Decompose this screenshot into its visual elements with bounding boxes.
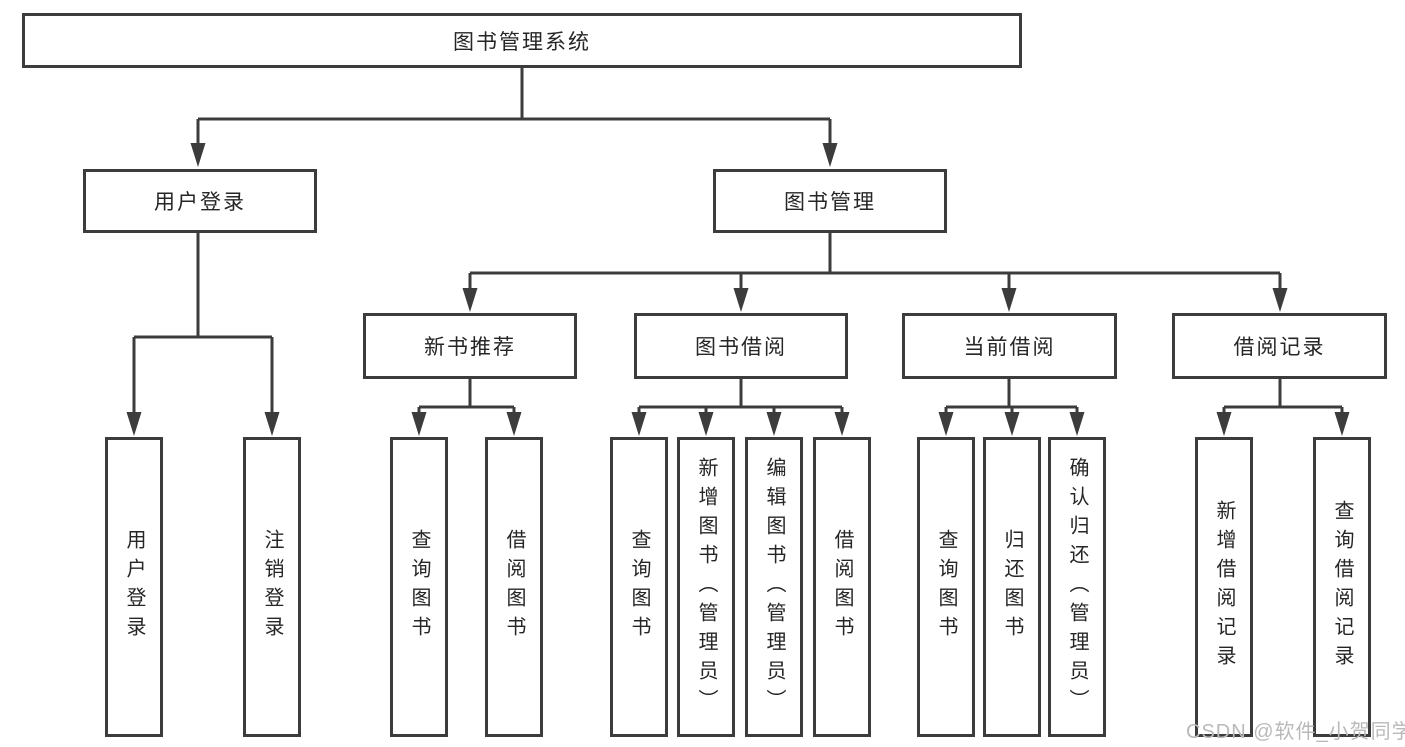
arrowhead — [834, 412, 850, 436]
node-user-login: 用户登录 — [83, 169, 317, 233]
node-book-management: 图书管理 — [713, 169, 947, 233]
connector-user-login-to-leaves — [126, 233, 280, 436]
connector-current-borrow-to-leaves — [938, 379, 1085, 436]
node-book-management-label: 图书管理 — [784, 191, 876, 214]
arrowhead — [1004, 412, 1020, 436]
leaf-query-books-borrowing-label: 查询图书 — [628, 529, 650, 645]
arrowhead — [462, 288, 478, 312]
csdn-watermark: CSDN @软件_小贺同学 — [1186, 721, 1405, 743]
connector-root-to-level2 — [190, 68, 838, 167]
node-book-borrowing: 图书借阅 — [634, 313, 848, 379]
leaf-query-books-current: 查询图书 — [917, 437, 975, 737]
node-current-borrowing: 当前借阅 — [902, 313, 1117, 379]
arrowhead — [822, 143, 838, 167]
node-root-label: 图书管理系统 — [453, 30, 591, 54]
arrowhead — [190, 143, 206, 167]
arrowhead — [1334, 412, 1350, 436]
leaf-query-books-borrowing: 查询图书 — [610, 437, 668, 737]
leaf-logout-label: 注销登录 — [261, 529, 283, 645]
leaf-query-borrow-record: 查询借阅记录 — [1313, 437, 1371, 737]
connector-new-books-to-leaves — [411, 379, 522, 436]
leaf-add-books-admin: 新增图书（管理员） — [677, 437, 735, 737]
leaf-query-borrow-record-label: 查询借阅记录 — [1331, 500, 1353, 674]
leaf-user-login-label: 用户登录 — [123, 529, 145, 645]
arrowhead — [1001, 288, 1017, 312]
node-borrowing-records-label: 借阅记录 — [1233, 336, 1326, 359]
arrowhead — [126, 412, 142, 436]
node-user-login-label: 用户登录 — [154, 191, 246, 214]
arrowhead — [631, 412, 647, 436]
arrowhead — [733, 288, 749, 312]
leaf-return-books-label: 归还图书 — [1001, 529, 1023, 645]
connector-book-mgmt-to-level3 — [462, 233, 1288, 312]
leaf-borrow-books-newbooks: 借阅图书 — [485, 437, 543, 737]
arrowhead — [698, 412, 714, 436]
leaf-add-borrow-record: 新增借阅记录 — [1195, 437, 1253, 737]
leaf-query-books-current-label: 查询图书 — [935, 529, 957, 645]
leaf-edit-books-admin: 编辑图书（管理员） — [745, 437, 803, 737]
leaf-confirm-return-admin-label: 确认归还（管理员） — [1066, 456, 1088, 718]
arrowhead — [766, 412, 782, 436]
leaf-add-books-admin-label: 新增图书（管理员） — [695, 456, 717, 718]
connector-borrow-records-to-leaves — [1216, 379, 1350, 436]
leaf-query-books-newbooks-label: 查询图书 — [408, 529, 430, 645]
arrowhead — [1069, 412, 1085, 436]
leaf-query-books-newbooks: 查询图书 — [390, 437, 448, 737]
leaf-borrow-books-borrowing: 借阅图书 — [813, 437, 871, 737]
node-root: 图书管理系统 — [22, 13, 1022, 68]
leaf-logout: 注销登录 — [243, 437, 301, 737]
arrowhead — [1216, 412, 1232, 436]
arrowhead — [506, 412, 522, 436]
connector-book-borrow-to-leaves — [631, 379, 850, 436]
node-borrowing-records: 借阅记录 — [1172, 313, 1387, 379]
node-current-borrowing-label: 当前借阅 — [963, 336, 1056, 359]
arrowhead — [411, 412, 427, 436]
arrowhead — [938, 412, 954, 436]
leaf-user-login: 用户登录 — [105, 437, 163, 737]
leaf-borrow-books-borrowing-label: 借阅图书 — [831, 529, 853, 645]
node-book-borrowing-label: 图书借阅 — [695, 336, 787, 359]
leaf-add-borrow-record-label: 新增借阅记录 — [1213, 500, 1235, 674]
node-new-book-recommend: 新书推荐 — [363, 313, 577, 379]
leaf-confirm-return-admin: 确认归还（管理员） — [1048, 437, 1106, 737]
node-new-book-recommend-label: 新书推荐 — [424, 336, 516, 359]
arrowhead — [264, 412, 280, 436]
arrowhead — [1272, 288, 1288, 312]
leaf-borrow-books-newbooks-label: 借阅图书 — [503, 529, 525, 645]
leaf-edit-books-admin-label: 编辑图书（管理员） — [763, 456, 785, 718]
leaf-return-books: 归还图书 — [983, 437, 1041, 737]
